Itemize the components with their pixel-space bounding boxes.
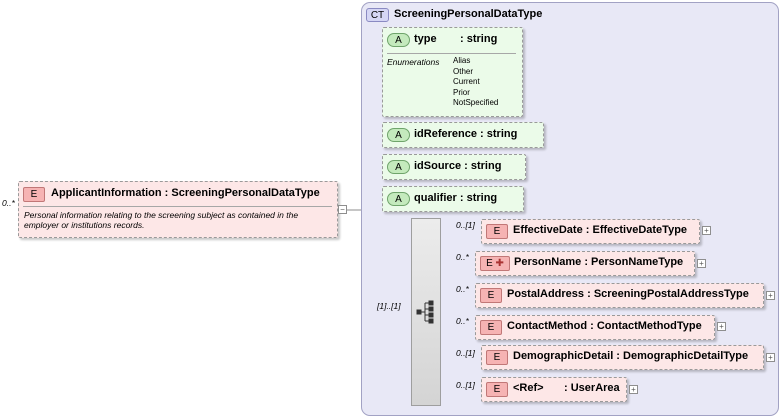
element-badge: E [480, 288, 502, 303]
child-element-postaladdress[interactable]: E PostalAddress : ScreeningPostalAddress… [475, 283, 764, 308]
root-element-title: ApplicantInformation : ScreeningPersonal… [51, 187, 320, 199]
attribute-name: idSource [414, 160, 462, 172]
attribute-badge: A [387, 128, 410, 142]
complex-type-badge: CT [366, 8, 389, 22]
enum-value: Prior [453, 87, 470, 97]
enum-value: Current [453, 77, 480, 86]
element-badge: E [486, 382, 508, 397]
element-substitution-badge: E ✚ [480, 256, 510, 271]
sequence-icon [416, 300, 434, 324]
child-element-type: PersonNameType [591, 256, 684, 268]
attribute-name: type [414, 33, 437, 45]
attribute-badge: A [387, 160, 410, 174]
attribute-label: idSource : string [414, 160, 502, 172]
child-element-label: PersonName : PersonNameType [514, 256, 684, 268]
attribute-qualifier-box[interactable]: A qualifier : string [382, 186, 524, 212]
enum-value: Alias [453, 56, 471, 65]
sequence-occurrence: [1]..[1] [377, 301, 401, 311]
child-element-type: ContactMethodType [596, 320, 702, 332]
attribute-type-value: : string [460, 33, 498, 45]
expand-icon[interactable]: + [697, 259, 706, 268]
attribute-type-string: string [486, 128, 518, 140]
substitution-plus-icon: ✚ [492, 258, 504, 269]
root-separator [23, 206, 332, 207]
child-occurrence: 0..* [456, 316, 469, 326]
expand-icon[interactable]: + [629, 385, 638, 394]
child-element-type: UserArea [570, 382, 620, 394]
enum-value: NotSpecified [453, 98, 499, 107]
child-element-name: PersonName [514, 256, 582, 268]
attribute-label: idReference : string [414, 128, 518, 140]
attribute-type-string: string [466, 33, 498, 45]
attribute-badge: A [387, 33, 410, 47]
collapse-icon[interactable]: − [338, 205, 347, 214]
root-occurrence: 0..* [2, 198, 15, 208]
complex-type-name: ScreeningPersonalDataType [394, 8, 543, 20]
root-element-name: ApplicantInformation [51, 187, 162, 199]
attribute-name: idReference [414, 128, 477, 140]
child-element-demographicdetail[interactable]: E DemographicDetail : DemographicDetailT… [481, 345, 764, 370]
child-element-label: EffectiveDate : EffectiveDateType [513, 224, 688, 236]
child-occurrence: 0..[1] [456, 348, 475, 358]
attribute-idsource-box[interactable]: A idSource : string [382, 154, 526, 180]
root-element-type: ScreeningPersonalDataType [171, 187, 320, 199]
enumerations-list: Alias Other Current Prior NotSpecified [453, 56, 498, 109]
expand-icon[interactable]: + [702, 226, 711, 235]
element-badge: E [486, 350, 508, 365]
child-element-label: : UserArea [564, 382, 620, 394]
attribute-type-box[interactable]: A type : string Enumerations Alias Other… [382, 27, 523, 117]
child-element-type: ScreeningPostalAddressType [593, 288, 749, 300]
attribute-badge: A [387, 192, 410, 206]
child-occurrence: 0..* [456, 252, 469, 262]
child-element-type: EffectiveDateType [592, 224, 688, 236]
element-badge-letter: E [486, 258, 493, 269]
child-occurrence: 0..[1] [456, 220, 475, 230]
expand-icon[interactable]: + [766, 291, 775, 300]
attribute-idreference-box[interactable]: A idReference : string [382, 122, 544, 148]
child-element-name: PostalAddress [507, 288, 585, 300]
attribute-type-string: string [470, 160, 502, 172]
enumerations-label: Enumerations [387, 57, 440, 67]
child-occurrence: 0..* [456, 284, 469, 294]
child-occurrence: 0..[1] [456, 380, 475, 390]
child-element-label: DemographicDetail : DemographicDetailTyp… [513, 350, 749, 362]
child-element-name: EffectiveDate [513, 224, 583, 236]
child-element-name: DemographicDetail [513, 350, 614, 362]
attribute-label: qualifier : string [414, 192, 498, 204]
expand-icon[interactable]: + [766, 353, 775, 362]
child-element-userarea-ref[interactable]: E <Ref> : UserArea [481, 377, 627, 402]
sequence-compositor[interactable] [411, 218, 441, 406]
enum-value: Other [453, 66, 474, 76]
root-element-box[interactable]: E ApplicantInformation : ScreeningPerson… [18, 181, 338, 238]
attribute-name: qualifier [414, 192, 457, 204]
child-element-contactmethod[interactable]: E ContactMethod : ContactMethodType [475, 315, 715, 340]
child-element-label: PostalAddress : ScreeningPostalAddressTy… [507, 288, 749, 300]
element-badge: E [480, 320, 502, 335]
attribute-separator [387, 53, 516, 54]
child-element-label: ContactMethod : ContactMethodType [507, 320, 702, 332]
root-documentation: Personal information relating to the scr… [24, 210, 299, 230]
element-badge: E [23, 187, 45, 202]
ref-label: <Ref> [513, 382, 544, 394]
attribute-type-string: string [466, 192, 498, 204]
child-element-name: ContactMethod [507, 320, 588, 332]
child-element-personname[interactable]: E ✚ PersonName : PersonNameType [475, 251, 695, 276]
expand-icon[interactable]: + [717, 322, 726, 331]
element-badge: E [486, 224, 508, 239]
child-element-type: DemographicDetailType [623, 350, 749, 362]
child-element-effectivedate[interactable]: E EffectiveDate : EffectiveDateType [481, 219, 700, 244]
